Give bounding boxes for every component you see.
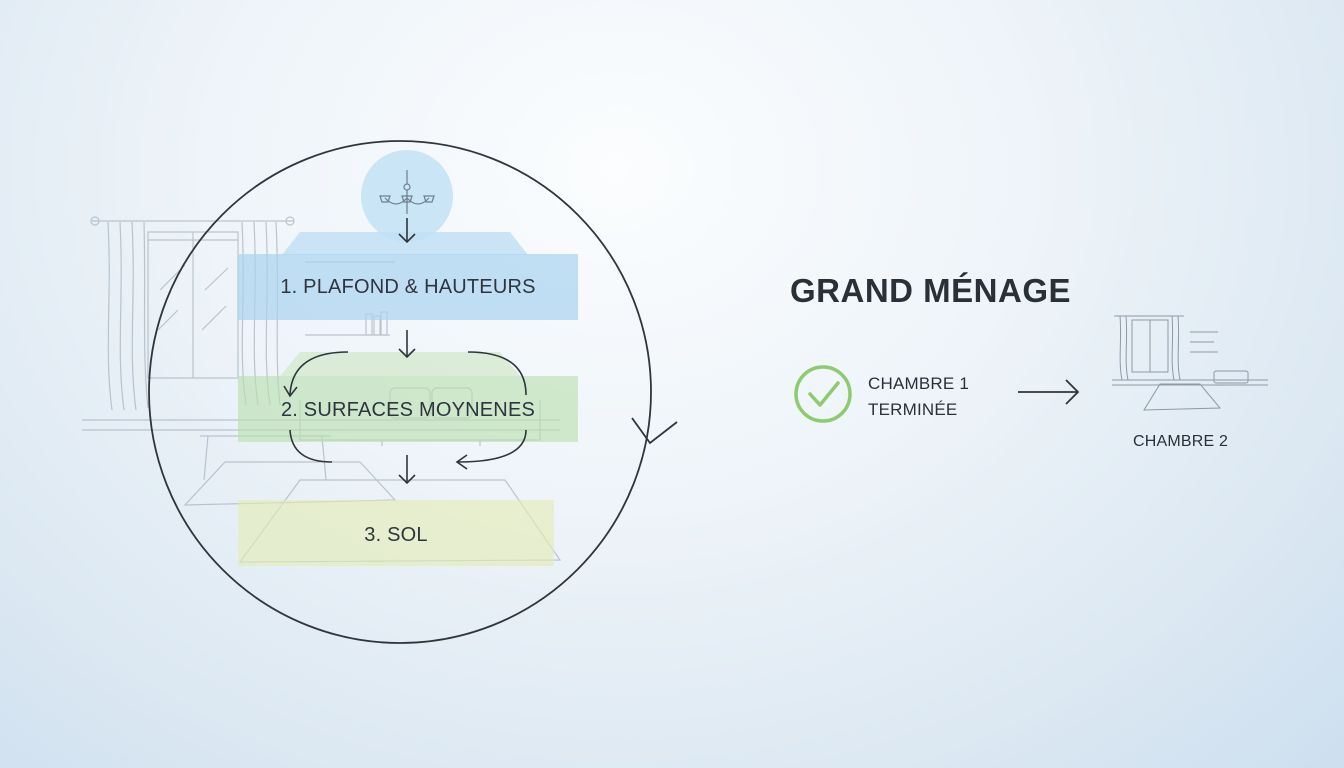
cycle-arrow-icon: [631, 417, 678, 445]
step-band-3: [238, 500, 554, 566]
step-1-label: 1. PLAFOND & HAUTEURS: [280, 276, 536, 298]
completed-room-label: CHAMBRE 1: [868, 374, 969, 393]
next-room-label: CHAMBRE 2: [1133, 433, 1229, 450]
next-room-sketch: [1112, 315, 1268, 411]
step-3-label: 3. SOL: [364, 524, 428, 546]
flow-arrows: [398, 218, 416, 485]
step-band-2: [238, 352, 578, 442]
step-band-1: [238, 232, 578, 320]
curved-arrows: [283, 351, 527, 470]
step-2-label: 2. SURFACES MOYNENES: [280, 399, 536, 421]
chandelier-icon: [379, 170, 435, 214]
diagram-title: GRAND MÉNAGE: [790, 272, 1072, 309]
arrow-right-icon: [1018, 379, 1080, 405]
check-circle-icon: [794, 365, 852, 423]
cycle-circle: [148, 140, 652, 644]
completed-status-label: TERMINÉE: [868, 400, 958, 419]
